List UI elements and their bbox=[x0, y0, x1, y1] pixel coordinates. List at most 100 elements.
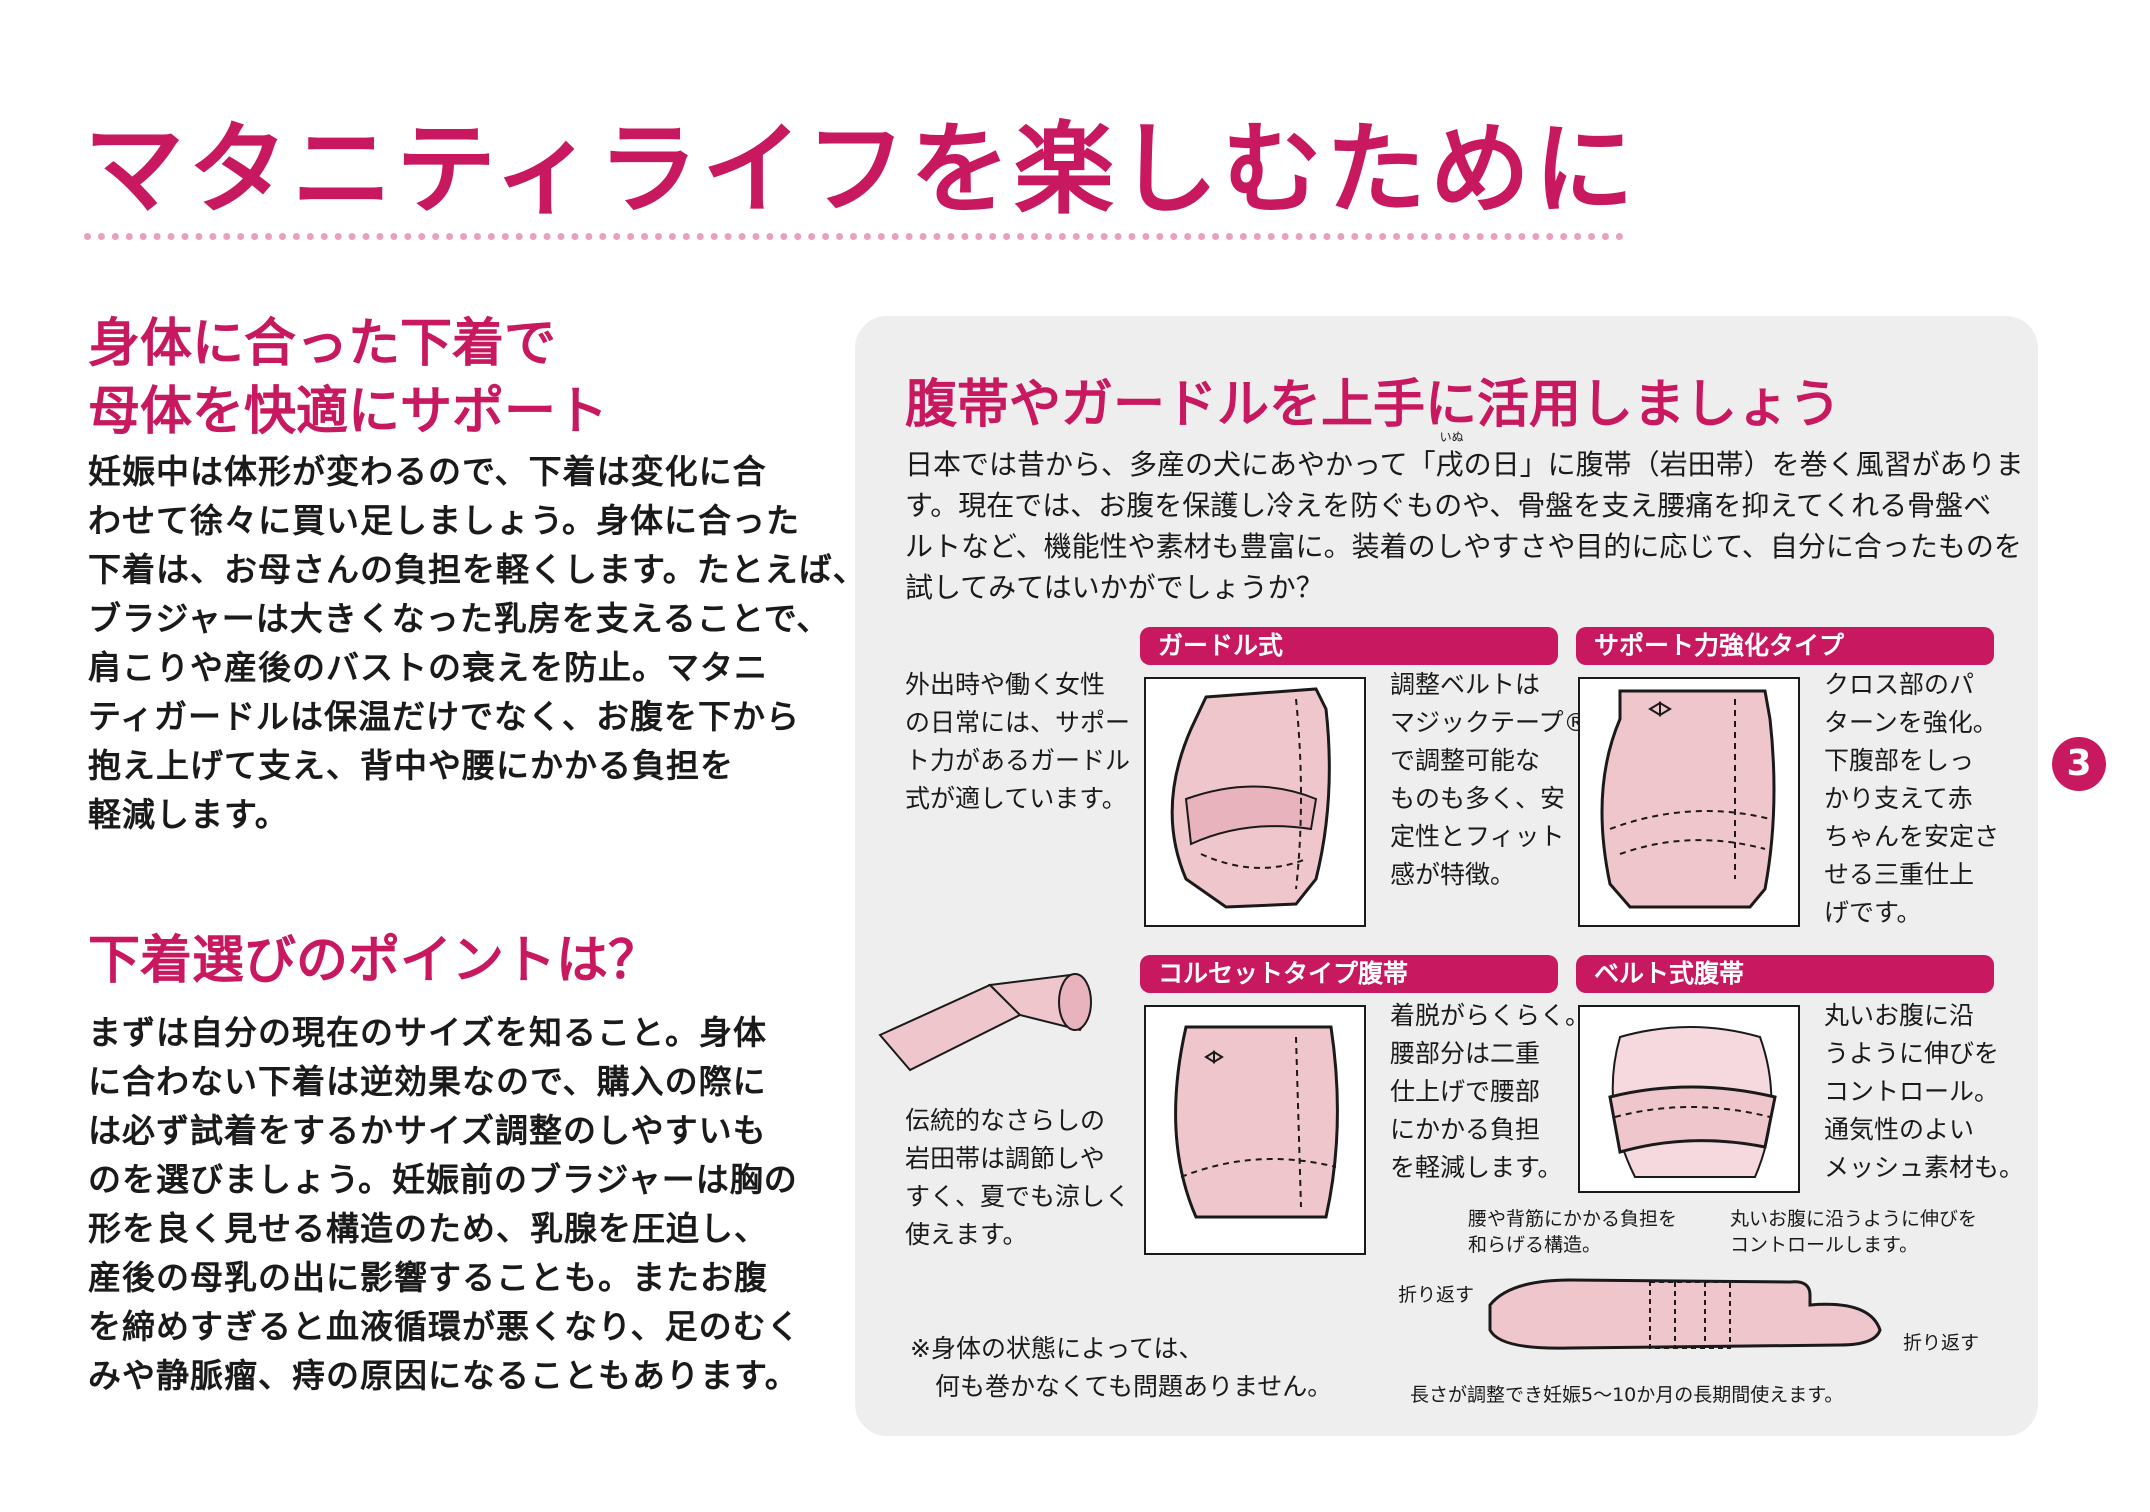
body-line: ブラジャーは大きくなった乳房を支えることで、 bbox=[88, 599, 831, 638]
body-line: を締めすぎると血液循環が悪くなり、足のむく bbox=[88, 1307, 801, 1346]
callout-line: コントロールします。 bbox=[1730, 1234, 1919, 1256]
desc-line: で調整可能な bbox=[1390, 746, 1541, 775]
belt-wrap-icon bbox=[1608, 1026, 1777, 1178]
belt-type-illustration bbox=[1578, 1005, 1800, 1193]
desc-line: すく、夏でも涼しく bbox=[905, 1182, 1131, 1211]
belt-callout-left: 腰や背筋にかかる負担を 和らげる構造。 bbox=[1468, 1206, 1677, 1258]
desc-line: 伝統的なさらしの bbox=[905, 1106, 1106, 1135]
desc-line: かり支えて赤 bbox=[1824, 784, 1973, 813]
desc-line: 通気性のよい bbox=[1824, 1115, 1975, 1144]
section1-body: 妊娠中は体形が変わるので、下着は変化に合 わせて徐々に買い足しましょう。身体に合… bbox=[88, 447, 867, 839]
body-line: 抱え上げて支え、背中や腰にかかる負担を bbox=[88, 746, 734, 785]
callout-line: 腰や背筋にかかる負担を bbox=[1468, 1208, 1678, 1230]
body-line: みや静脈瘤、痔の原因になることもあります。 bbox=[88, 1356, 799, 1395]
body-line: 下着は、お母さんの負担を軽くします。たとえば、 bbox=[88, 550, 867, 589]
body-line: 形を良く見せる構造のため、乳腺を圧迫し、 bbox=[88, 1209, 768, 1248]
desc-line: 仕上げで腰部 bbox=[1390, 1077, 1541, 1106]
belt-type-label: ベルト式腹帯 bbox=[1576, 955, 1994, 993]
corset-label: コルセットタイプ腹帯 bbox=[1140, 955, 1558, 993]
intro-line: す。現在では、お腹を保護し冷えを防ぐものや、骨盤を支え腰痛を抑えてくれる骨盤ベ bbox=[905, 489, 1992, 522]
panel-intro: 日本では昔から、多産の犬にあやかって「戌 いぬの日」に腹帯（岩田帯）を巻く風習があ… bbox=[905, 430, 2024, 608]
belt-caption: 長さが調整でき妊娠5〜10か月の長期間使えます。 bbox=[1410, 1384, 1844, 1406]
support-type-illustration bbox=[1578, 677, 1800, 927]
section1-heading-line: 母体を快適にサポート bbox=[88, 382, 609, 442]
girdle-right-desc: 調整ベルトは マジックテープ® で調整可能な ものも多く、安 定性とフィット 感… bbox=[1390, 666, 1589, 894]
callout-line: 和らげる構造。 bbox=[1468, 1234, 1602, 1256]
desc-line: クロス部のパ bbox=[1824, 670, 1975, 699]
intro-line: 試してみてはいかがでしょうか？ bbox=[905, 571, 1324, 604]
desc-line: ト力があるガードル bbox=[905, 746, 1131, 775]
desc-line: 定性とフィット bbox=[1390, 822, 1565, 851]
sarashi-illustration bbox=[870, 955, 1110, 1095]
support-type-label: サポート力強化タイプ bbox=[1576, 627, 1994, 665]
desc-line: コントロール。 bbox=[1824, 1077, 2000, 1106]
desc-line: 式が適しています。 bbox=[905, 784, 1127, 813]
support-girdle-icon bbox=[1600, 689, 1776, 909]
desc-line: 岩田帯は調節しや bbox=[905, 1144, 1105, 1173]
page-number-badge: 3 bbox=[2052, 737, 2106, 791]
body-line: 産後の母乳の出に影響することも。またお腹 bbox=[88, 1258, 768, 1297]
corset-illustration bbox=[1144, 1005, 1366, 1255]
desc-line: 使えます。 bbox=[905, 1220, 1028, 1249]
belt-flat-diagram bbox=[1480, 1260, 1900, 1370]
section1-heading-line: 身体に合った下着で bbox=[88, 314, 557, 374]
body-line: わせて徐々に買い足しましょう。身体に合った bbox=[88, 501, 801, 540]
girdle-left-desc: 外出時や働く女性 の日常には、サポー ト力があるガードル 式が適しています。 bbox=[905, 666, 1130, 818]
section1-heading: 身体に合った下着で 母体を快適にサポート bbox=[88, 310, 608, 446]
section2-heading: 下着選びのポイントは？ bbox=[88, 931, 661, 991]
desc-line: メッシュ素材も。 bbox=[1824, 1153, 2025, 1182]
flat-belt-icon bbox=[1488, 1278, 1882, 1350]
support-type-desc: クロス部のパ ターンを強化。 下腹部をしっ かり支えて赤 ちゃんを安定さ せる三… bbox=[1824, 666, 1999, 932]
ruby-reading: いぬ bbox=[1439, 430, 1464, 444]
note-line: 何も巻かなくても問題ありません。 bbox=[910, 1372, 1333, 1401]
intro-text: 日本では昔から、多産の犬にあやかって「 bbox=[905, 448, 1436, 481]
desc-line: 外出時や働く女性 bbox=[905, 670, 1106, 699]
panel-note: ※身体の状態によっては、 何も巻かなくても問題ありません。 bbox=[910, 1330, 1332, 1406]
desc-line: 腰部分は二重 bbox=[1390, 1039, 1541, 1068]
page-title: マタニティライフを楽しむために bbox=[84, 111, 1638, 228]
sarashi-desc: 伝統的なさらしの 岩田帯は調節しや すく、夏でも涼しく 使えます。 bbox=[905, 1102, 1130, 1254]
title-dotted-divider bbox=[84, 233, 1624, 240]
info-panel bbox=[855, 316, 2038, 1436]
desc-line: 調整ベルトは bbox=[1390, 670, 1541, 699]
intro-text: の日」に腹帯（岩田帯）を巻く風習がありま bbox=[1463, 448, 2024, 481]
corset-desc: 着脱がらくらく。 腰部分は二重 仕上げで腰部 にかかる負担 を軽減します。 bbox=[1390, 997, 1590, 1187]
desc-line: げです。 bbox=[1824, 898, 1922, 927]
desc-line: 下腹部をしっ bbox=[1824, 746, 1975, 775]
desc-line: 感が特徴。 bbox=[1390, 860, 1516, 889]
intro-line: ルトなど、機能性や素材も豊富に。装着のしやすさや目的に応じて、自分に合ったものを bbox=[905, 530, 2022, 563]
girdle-illustration bbox=[1144, 677, 1366, 927]
body-line: まずは自分の現在のサイズを知ること。身体 bbox=[88, 1013, 768, 1052]
girdle-icon bbox=[1170, 687, 1331, 909]
desc-line: ちゃんを安定さ bbox=[1824, 822, 2000, 851]
panel-title: 腹帯やガードルを上手に活用しましょう bbox=[905, 375, 1842, 435]
fold-left-label: 折り返す bbox=[1398, 1284, 1475, 1306]
belt-callout-right: 丸いお腹に沿うように伸びを コントロールします。 bbox=[1730, 1206, 1977, 1258]
callout-line: 丸いお腹に沿うように伸びを bbox=[1730, 1208, 1978, 1230]
body-line: のを選びましょう。妊娠前のブラジャーは胸の bbox=[88, 1160, 798, 1199]
body-line: ティガードルは保温だけでなく、お腹を下から bbox=[88, 697, 801, 736]
body-line: 肩こりや産後のバストの衰えを防止。マタニ bbox=[88, 648, 768, 687]
fold-right-label: 折り返す bbox=[1903, 1332, 1980, 1354]
desc-line: 着脱がらくらく。 bbox=[1390, 1001, 1591, 1030]
desc-line: の日常には、サポー bbox=[905, 708, 1131, 737]
corset-band-icon bbox=[1174, 1025, 1339, 1219]
desc-line: マジックテープ® bbox=[1390, 708, 1589, 737]
girdle-label: ガードル式 bbox=[1140, 627, 1558, 665]
desc-line: ターンを強化。 bbox=[1824, 708, 1998, 737]
ruby-base: 戌 bbox=[1435, 448, 1464, 481]
section2-body: まずは自分の現在のサイズを知ること。身体 に合わない下着は逆効果なので、購入の際… bbox=[88, 1008, 801, 1400]
ruby-word: 戌いぬ bbox=[1435, 430, 1464, 485]
intro-line: 日本では昔から、多産の犬にあやかって「戌 いぬの日」に腹帯（岩田帯）を巻く風習があ… bbox=[905, 430, 2024, 485]
sarashi-roll-icon bbox=[878, 973, 1092, 1072]
desc-line: せる三重仕上 bbox=[1824, 860, 1975, 889]
desc-line: うように伸びを bbox=[1824, 1039, 2000, 1068]
desc-line: ものも多く、安 bbox=[1390, 784, 1566, 813]
body-line: に合わない下着は逆効果なので、購入の際に bbox=[88, 1062, 767, 1101]
body-line: 妊娠中は体形が変わるので、下着は変化に合 bbox=[88, 452, 767, 491]
body-line: は必ず試着をするかサイズ調整のしやすいも bbox=[88, 1111, 767, 1150]
desc-line: にかかる負担 bbox=[1390, 1115, 1541, 1144]
body-line: 軽減します。 bbox=[88, 795, 289, 834]
desc-line: を軽減します。 bbox=[1390, 1153, 1563, 1182]
desc-line: 丸いお腹に沿 bbox=[1824, 1001, 1975, 1030]
